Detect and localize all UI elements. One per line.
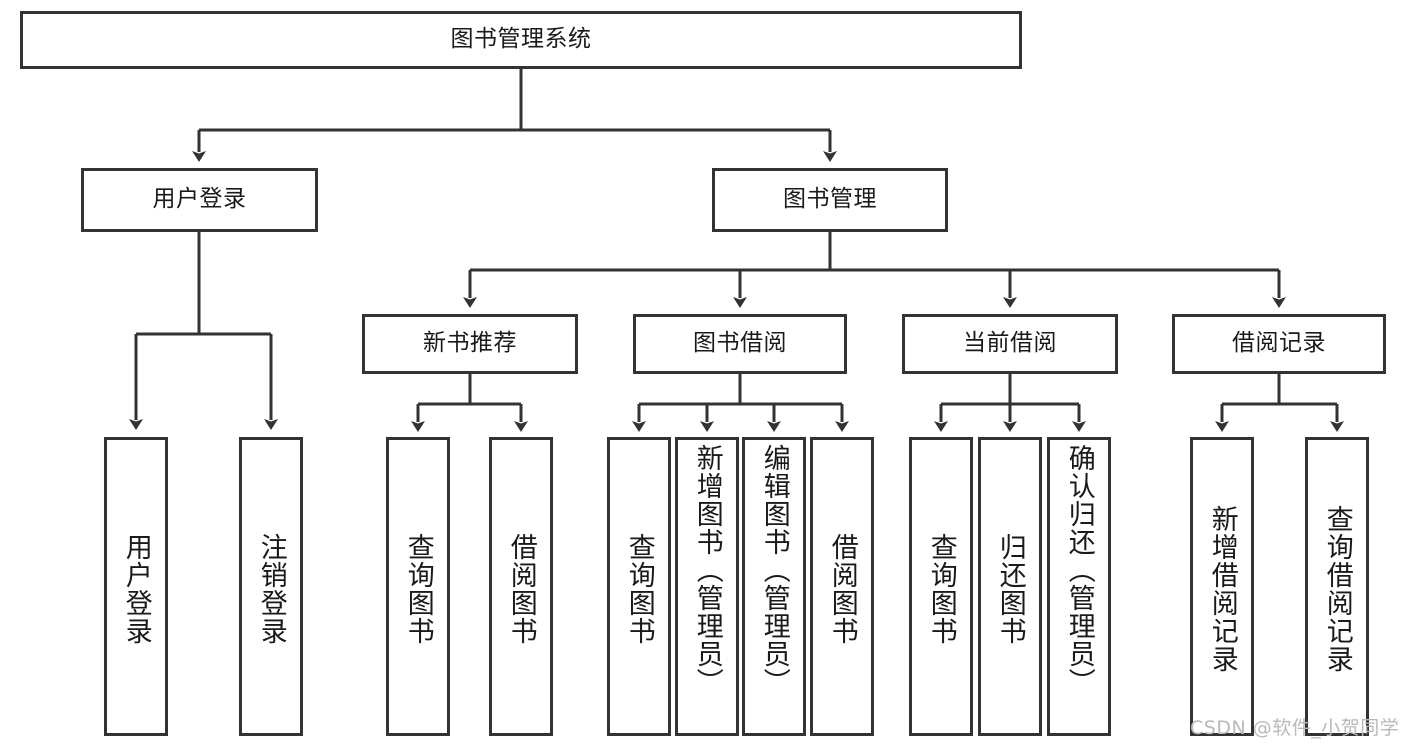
node-label: 图书管理系统 (450, 26, 592, 53)
node-label: 图书管理 (783, 186, 877, 213)
node-label: 用户登录 (120, 532, 152, 645)
node-label: 用户登录 (152, 186, 247, 213)
leaf-current-borrow-confirm-return-admin[interactable]: 确认归还（管理员） (1047, 437, 1111, 736)
leaf-borrow-record-add-record[interactable]: 新增借阅记录 (1190, 437, 1254, 736)
node-label: 注销登录 (255, 532, 287, 645)
leaf-new-book-query-book[interactable]: 查询图书 (386, 437, 450, 736)
leaf-book-borrow-add-book-admin[interactable]: 新增图书（管理员） (675, 437, 739, 736)
node-label: 新书推荐 (423, 330, 517, 357)
leaf-user-login-login[interactable]: 用户登录 (104, 437, 168, 736)
node-borrow-record[interactable]: 借阅记录 (1172, 314, 1386, 374)
node-label: 查询图书 (402, 532, 434, 645)
leaf-new-book-borrow-book[interactable]: 借阅图书 (489, 437, 553, 736)
leaf-book-borrow-edit-book-admin[interactable]: 编辑图书（管理员） (742, 437, 806, 736)
node-label: 借阅图书 (505, 532, 537, 645)
node-user-login[interactable]: 用户登录 (81, 168, 318, 232)
node-label: 借阅图书 (826, 532, 858, 645)
node-label: 归还图书 (994, 532, 1026, 645)
leaf-current-borrow-return-book[interactable]: 归还图书 (978, 437, 1042, 736)
csdn-watermark: CSDN @软件_小贺同学 (1190, 717, 1400, 739)
node-book-management[interactable]: 图书管理 (712, 168, 948, 232)
node-label: 图书借阅 (693, 330, 787, 357)
node-label: 当前借阅 (963, 330, 1057, 357)
node-label: 确认归还（管理员） (1063, 444, 1095, 696)
node-label: 查询借阅记录 (1321, 504, 1353, 673)
leaf-current-borrow-query-book[interactable]: 查询图书 (909, 437, 973, 736)
leaf-user-login-logout[interactable]: 注销登录 (239, 437, 303, 736)
node-label: 新增图书（管理员） (691, 444, 723, 696)
node-label: 查询图书 (925, 532, 957, 645)
leaf-book-borrow-borrow-book[interactable]: 借阅图书 (810, 437, 874, 736)
node-book-borrow[interactable]: 图书借阅 (633, 314, 847, 374)
node-label: 编辑图书（管理员） (758, 444, 790, 696)
node-label: 借阅记录 (1232, 330, 1326, 357)
node-root-book-management-system[interactable]: 图书管理系统 (20, 11, 1022, 69)
leaf-book-borrow-query-book[interactable]: 查询图书 (607, 437, 671, 736)
node-new-book-recommend[interactable]: 新书推荐 (362, 314, 578, 374)
node-label: 查询图书 (623, 532, 655, 645)
leaf-borrow-record-query-record[interactable]: 查询借阅记录 (1305, 437, 1369, 736)
node-current-borrow[interactable]: 当前借阅 (902, 314, 1118, 374)
node-label: 新增借阅记录 (1206, 504, 1238, 673)
